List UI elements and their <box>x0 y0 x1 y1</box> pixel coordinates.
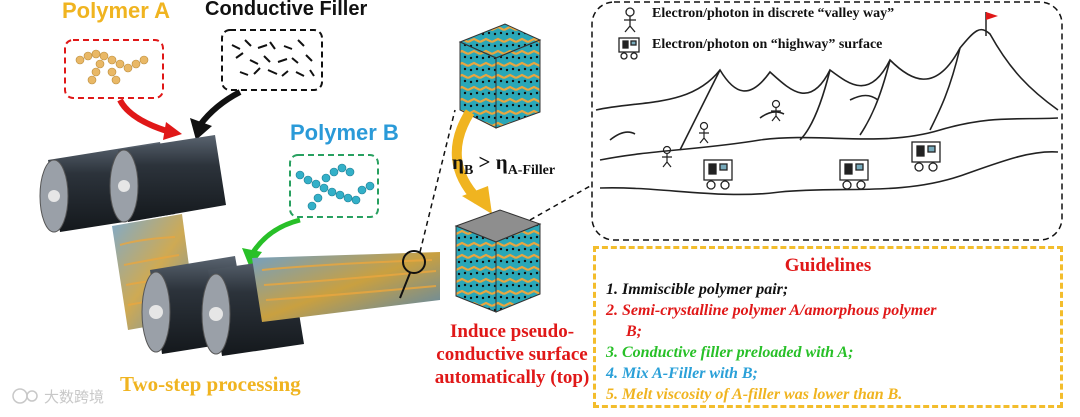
guidelines-box: Guidelines 1. Immiscible polymer pair; 2… <box>593 246 1063 408</box>
bottom-cube <box>454 209 542 313</box>
polymer-a-label: Polymer A <box>62 0 171 23</box>
polymer-a-box <box>64 39 164 99</box>
watermark-logo-icon <box>12 388 38 404</box>
valley-walkers <box>662 99 781 168</box>
conductive-filler-label: Conductive Filler <box>205 0 368 20</box>
watermark-text: 大数跨境 <box>44 388 105 406</box>
top-cube <box>458 23 542 129</box>
filler-arrow <box>197 89 242 127</box>
induce-surface-label: Induce pseudo-conductive surface automat… <box>434 321 590 388</box>
guidelines-title: Guidelines <box>784 255 872 276</box>
viscosity-arrow <box>451 109 482 204</box>
truck-icon-legend <box>618 37 640 60</box>
viscosity-condition: ηB > ηA-Filler <box>452 150 555 179</box>
eta-af-symbol: > η <box>473 150 508 174</box>
zoom-circle <box>402 250 426 274</box>
polymer-b-chain-icon <box>295 163 375 211</box>
guideline-5: 5. Melt viscosity of A-filler was lower … <box>606 386 903 403</box>
guideline-3: 3. Conductive filler preloaded with A; <box>606 344 854 361</box>
summit-flag-icon <box>985 12 998 36</box>
walker-icon-legend <box>624 7 636 33</box>
upper-rollers <box>39 135 226 233</box>
polymer-b-label: Polymer B <box>290 120 399 145</box>
polymer-a-arrow <box>117 98 171 135</box>
guideline-2-cont: B; <box>606 323 642 340</box>
polymer-b-arrow <box>249 217 301 256</box>
legend-highway: Electron/photon on “highway” surface <box>652 37 883 52</box>
eta-b-subscript: B <box>463 163 474 179</box>
eta-b-symbol: η <box>452 150 464 174</box>
conductive-filler-box <box>221 29 323 91</box>
guideline-4: 4. Mix A-Filler with B; <box>606 365 758 382</box>
guideline-2: 2. Semi-crystalline polymer A/amorphous … <box>606 302 937 319</box>
two-step-label: Two-step processing <box>120 372 301 396</box>
horizontal-sheet <box>252 252 440 322</box>
polymer-b-box <box>289 154 379 218</box>
polymer-a-chain-icon <box>75 49 149 85</box>
legend-valley: Electron/photon in discrete “valley way” <box>652 6 895 21</box>
filler-particles-icon <box>231 39 315 77</box>
guideline-1: 1. Immiscible polymer pair; <box>606 281 789 298</box>
highway-trucks <box>703 141 941 190</box>
mountain-landscape <box>595 28 1059 196</box>
eta-af-subscript: A-Filler <box>507 163 556 179</box>
